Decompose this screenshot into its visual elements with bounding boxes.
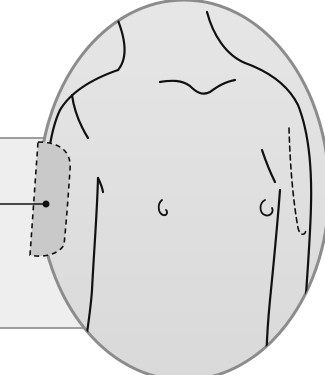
injection-site-dot-icon	[43, 201, 50, 208]
magnified-view-oval	[39, 0, 325, 375]
